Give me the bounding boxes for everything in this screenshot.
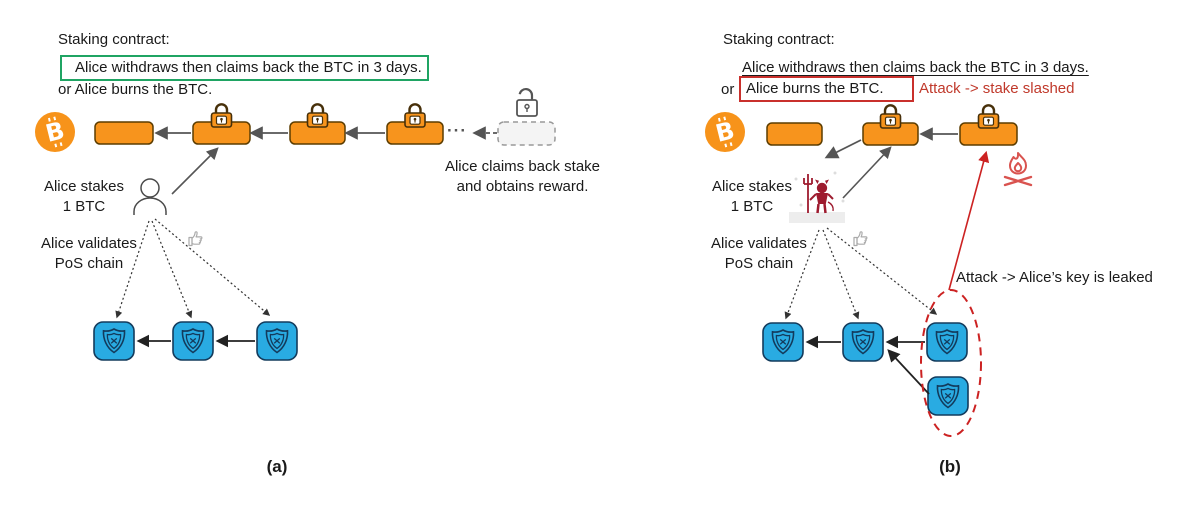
btc-block [766, 122, 823, 146]
fork-arrow [824, 139, 862, 159]
contract-title-a: Staking contract: [58, 31, 170, 48]
thumbs-up-icon [853, 231, 868, 247]
contract-title-b: Staking contract: [723, 31, 835, 48]
withdraw-clause-b: Alice withdraws then claims back the BTC… [742, 59, 1089, 76]
bitcoin-icon [34, 111, 76, 153]
attack-slashed-label: Attack -> stake slashed [919, 80, 1075, 97]
lock-icon [403, 103, 427, 129]
burn-clause-b: Alice burns the BTC. [746, 80, 884, 97]
attack-key-leaked-label: Attack -> Alice’s key is leaked [956, 269, 1153, 286]
validate-arrow [151, 220, 193, 319]
lock-icon [977, 104, 1000, 130]
thumbs-up-icon [188, 231, 203, 247]
stake-arrow [171, 147, 219, 195]
withdraw-clause-a: Alice withdraws then claims back the BTC… [75, 59, 422, 76]
panel-label-b: (b) [939, 457, 961, 476]
validates-label-a: Alice validates PoS chain [41, 235, 137, 272]
or-prefix-b: or [721, 81, 735, 98]
person-icon [133, 178, 167, 215]
validate-arrow [784, 229, 820, 320]
devil-icon [794, 171, 845, 214]
panel-label-a: (a) [266, 457, 288, 476]
fire-icon [1003, 152, 1033, 187]
claims-note: Alice claims back stake and obtains rewa… [425, 157, 620, 197]
validate-arrow [822, 229, 860, 320]
lock-icon [210, 103, 233, 129]
chain-ellipsis-a: ··· [447, 121, 467, 140]
validate-arrow [154, 218, 271, 316]
btc-block [94, 121, 154, 145]
stakes-label-b: Alice stakes 1 BTC [711, 178, 793, 215]
panel-b-graphics [704, 104, 1033, 437]
stake-arrow [842, 146, 892, 199]
burn-clause-a: or Alice burns the BTC. [58, 81, 213, 98]
burn-clause-box-b: Alice burns the BTC. [739, 76, 914, 102]
bitcoin-icon [704, 111, 746, 153]
attack-arrow [948, 150, 990, 291]
devil-platform [789, 212, 845, 223]
lock-icon [306, 103, 329, 129]
withdraw-clause-box-a: Alice withdraws then claims back the BTC… [60, 55, 429, 81]
slashed-ellipse [920, 289, 982, 437]
validate-arrow [115, 220, 150, 319]
lock-icon [879, 104, 902, 130]
unlock-icon [516, 88, 538, 117]
claims-line1: Alice claims back stake [444, 158, 601, 175]
validates-label-b: Alice validates PoS chain [711, 235, 807, 272]
validate-arrow [826, 227, 938, 315]
pending-block [497, 121, 556, 146]
claims-line2: and obtains reward. [456, 178, 589, 195]
panel-a-graphics [34, 88, 556, 361]
stakes-label-a: Alice stakes 1 BTC [43, 178, 125, 215]
